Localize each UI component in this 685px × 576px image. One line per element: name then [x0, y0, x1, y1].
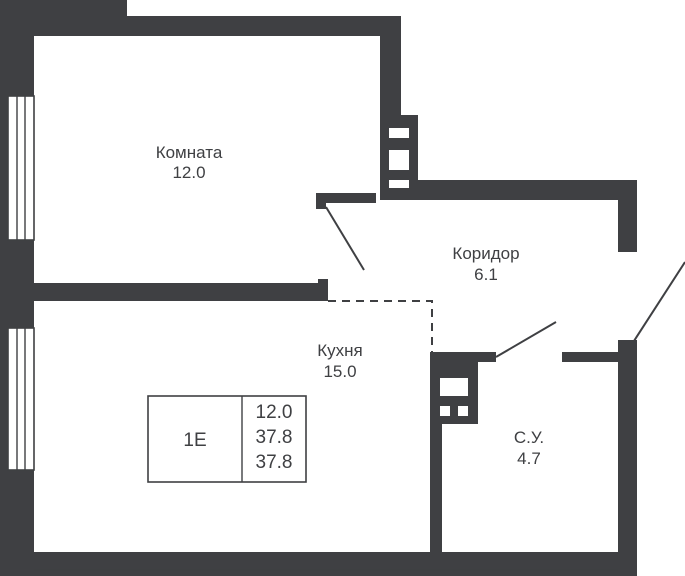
- room-area-koridor: 6.1: [474, 265, 498, 284]
- wall-corridor-right: [618, 180, 637, 252]
- wall-left-outer: [0, 0, 8, 576]
- wall-room-right: [380, 16, 401, 121]
- kitchen-corridor-boundary: [328, 300, 433, 352]
- shaft-fixtures: [389, 128, 409, 188]
- wall-room-kitchen-end: [318, 279, 328, 301]
- wall-room-kitchen: [34, 283, 328, 301]
- wall-room-door-jamb: [316, 193, 326, 209]
- wall-right-outer: [618, 340, 637, 576]
- room-area-komnata: 12.0: [172, 163, 205, 182]
- door-room: [325, 206, 365, 271]
- window-upper: [7, 95, 35, 241]
- apartment-type: 1E: [183, 430, 206, 451]
- wall-bottom: [8, 552, 637, 576]
- room-name-koridor: Коридор: [452, 244, 519, 263]
- info-box: 1E 12.0 37.8 37.8: [147, 395, 307, 483]
- room-area-kukhnya: 15.0: [323, 362, 356, 381]
- bath-fixture-cutout-2: [440, 406, 450, 416]
- shaft-cutout-1: [389, 128, 409, 138]
- wall-corridor-top: [380, 180, 637, 200]
- wall-top-left: [0, 0, 127, 16]
- total-area-2: 37.8: [256, 452, 293, 473]
- wall-bath-right-stub: [562, 352, 620, 362]
- info-box-frame: [147, 395, 307, 483]
- bath-fixture-cutout-3: [458, 406, 468, 416]
- shaft-cutout-3: [389, 180, 409, 188]
- wall-room-top: [8, 16, 401, 36]
- room-area-su: 4.7: [517, 449, 541, 468]
- walls: [0, 0, 637, 576]
- wall-left-middle: [8, 240, 34, 328]
- wall-bath-top: [430, 352, 496, 362]
- shaft-cutout-2: [389, 150, 409, 170]
- door-bathroom: [495, 321, 557, 358]
- window-lower: [7, 327, 35, 471]
- bath-fixture-cutout-1: [440, 378, 468, 396]
- wall-room-door-stub: [316, 193, 376, 203]
- room-name-kukhnya: Кухня: [317, 341, 363, 360]
- bath-fixture: [430, 362, 478, 424]
- living-area: 12.0: [256, 402, 293, 423]
- room-name-komnata: Комната: [156, 143, 223, 162]
- room-name-su: С.У.: [514, 428, 544, 447]
- door-entrance: [631, 261, 685, 345]
- total-area: 37.8: [256, 427, 293, 448]
